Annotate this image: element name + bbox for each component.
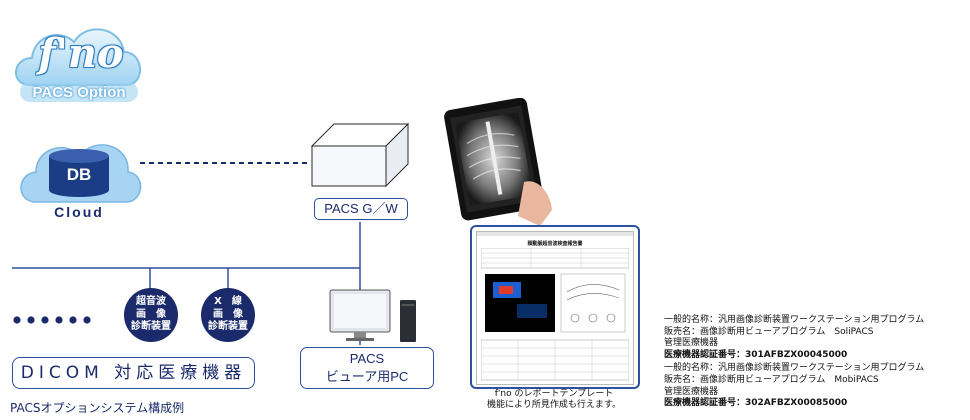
report-form-graphic	[481, 248, 629, 381]
reg-class: 管理医療機器	[664, 338, 719, 349]
fno-logo: f'no PACS Option	[8, 10, 148, 105]
reg-sales: 販売名：画像診断用ビューアプログラム SoliPACS	[664, 326, 874, 337]
viewer-label: PACS ビューア用PC	[300, 347, 434, 389]
reg-generic: 一般的名称：汎用画像診断装置ワークステーション用プログラム	[664, 315, 925, 325]
reg-generic: 一般的名称：汎用画像診断装置ワークステーション用プログラム	[664, 363, 925, 374]
cloud-logo-icon	[15, 28, 141, 102]
report-title: 頚動脈超音波検査報告書	[527, 241, 583, 247]
report-panel: 頚動脈超音波検査報告書	[470, 225, 640, 389]
dicom-label: DICOM 対応医療機器	[12, 357, 255, 389]
reg-cert: 医療機器認証番号：302AFBZX00085000	[664, 398, 848, 409]
registration-info: 一般的名称：汎用画像診断装置ワークステーション用プログラム 販売名：画像診断用ビ…	[664, 315, 964, 410]
report-caption-line1: f'no のレポートテンプレート	[494, 389, 614, 399]
modality-line: 診断装置	[208, 321, 248, 332]
ellipsis-dots	[13, 316, 91, 324]
logo-subtitle: PACS Option	[32, 84, 126, 101]
cloud-db-node: DB Cloud	[14, 130, 144, 230]
report-document: 頚動脈超音波検査報告書	[476, 231, 634, 385]
modality-line: 画 像	[213, 308, 243, 320]
registration-block: 一般的名称：汎用画像診断装置ワークステーション用プログラム 販売名：画像診断用ビ…	[664, 363, 964, 409]
registration-block: 一般的名称：汎用画像診断装置ワークステーション用プログラム 販売名：画像診断用ビ…	[664, 315, 964, 361]
gateway-server-icon	[310, 122, 410, 188]
db-label: DB	[66, 165, 92, 184]
modality-line: X 線	[214, 296, 242, 307]
gateway-label: PACS G／W	[314, 198, 408, 220]
tablet-device	[440, 97, 560, 228]
viewer-pc-icon	[329, 289, 416, 342]
database-icon	[49, 149, 109, 197]
reg-class: 管理医療機器	[664, 386, 719, 397]
modality-ultrasound: 超音波 画 像 診断装置	[124, 288, 178, 342]
modality-line: 画 像	[136, 308, 166, 320]
reg-cert: 医療機器認証番号：301AFBZX00045000	[664, 349, 848, 360]
viewer-label-line2: ビューア用PC	[325, 369, 409, 384]
viewer-label-line1: PACS	[349, 351, 385, 366]
report-caption-line2: 機能により所見作成も行えます。	[487, 400, 621, 410]
reg-sales: 販売名：画像診断用ビューアプログラム MobiPACS	[664, 374, 879, 385]
cloud-caption: Cloud	[54, 204, 104, 220]
modality-line: 超音波	[136, 296, 166, 307]
report-caption: f'no のレポートテンプレート 機能により所見作成も行えます。	[468, 389, 640, 411]
modality-line: 診断装置	[131, 321, 171, 332]
logo-brand: f'no	[38, 30, 124, 77]
modality-xray: X 線 画 像 診断装置	[201, 288, 255, 342]
tablet-hand-image	[444, 97, 552, 226]
figure-caption: PACSオプションシステム構成例	[10, 401, 185, 415]
